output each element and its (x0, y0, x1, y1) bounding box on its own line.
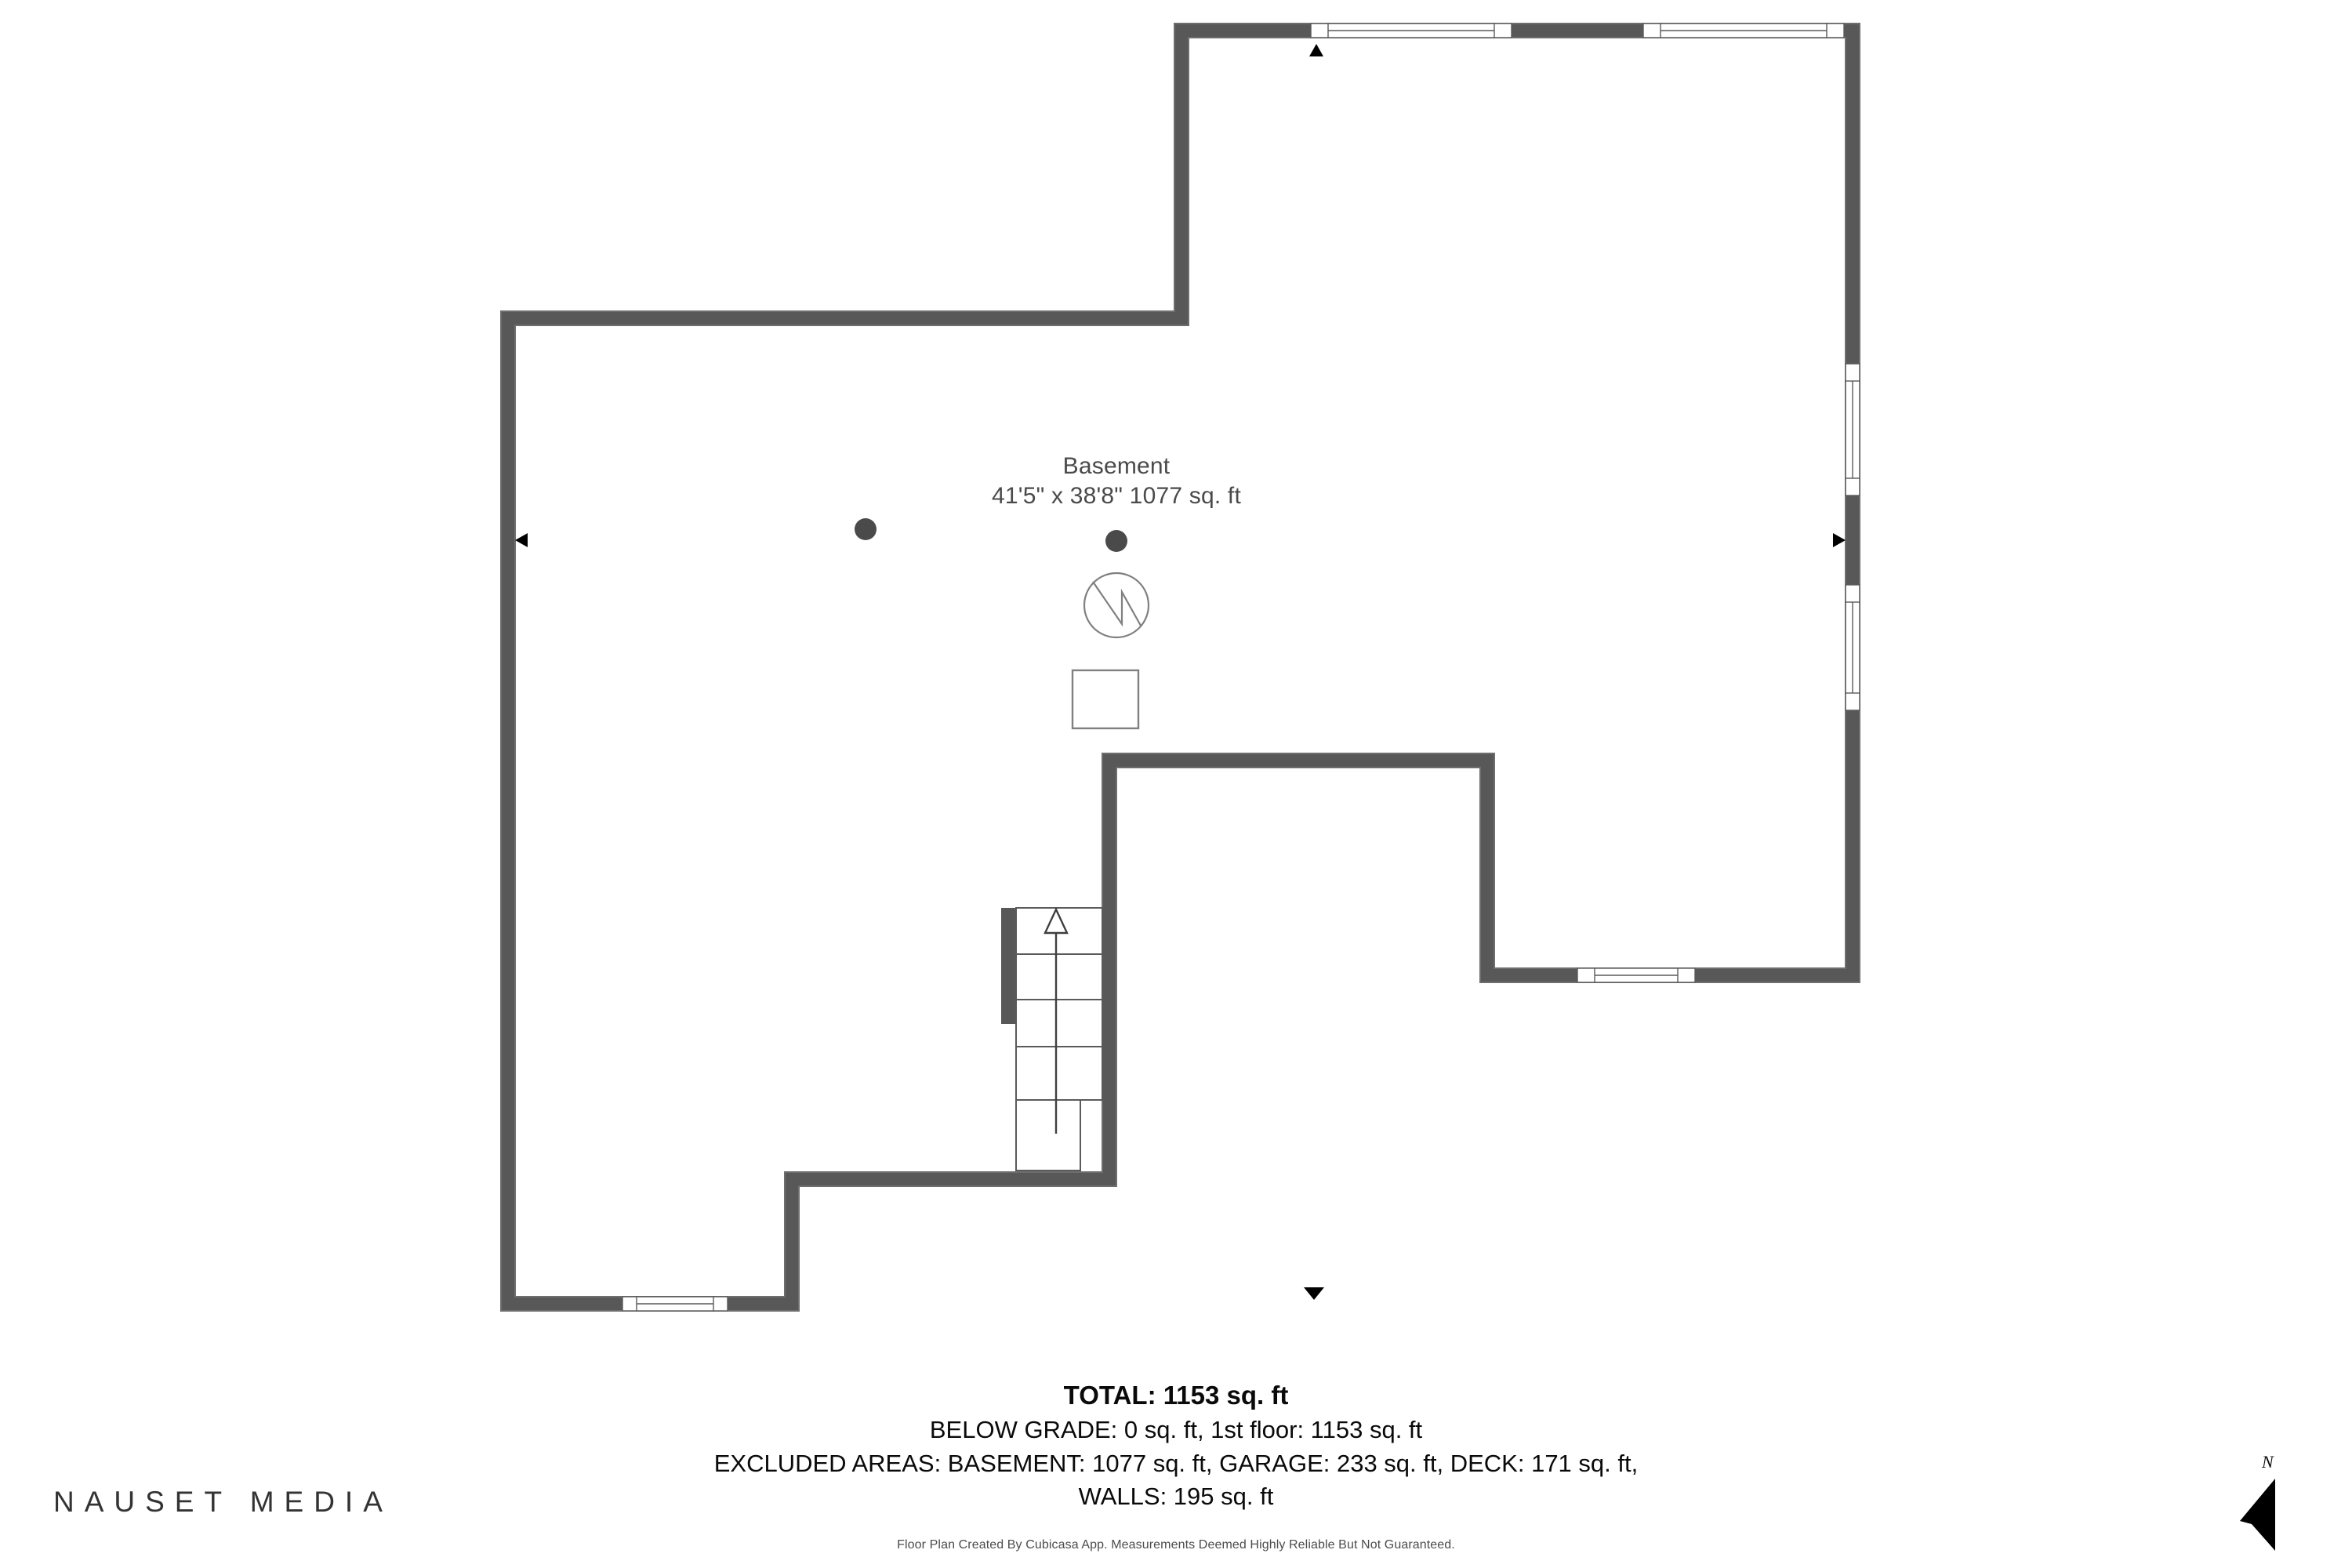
utility-square-icon (1071, 669, 1140, 730)
view-marker-south-icon (1304, 1287, 1324, 1300)
electrical-panel-icon (1083, 572, 1150, 639)
stair-run-lower (1015, 1046, 1103, 1101)
area-summary: TOTAL: 1153 sq. ft BELOW GRADE: 0 sq. ft… (0, 1378, 2352, 1514)
support-column-left-icon (855, 518, 877, 540)
window-right-lower (1845, 584, 1860, 711)
window-right-upper (1845, 363, 1860, 496)
window-top-left (1310, 23, 1512, 38)
view-markers (515, 44, 1846, 1300)
windows (622, 23, 1860, 1312)
north-arrow-icon (2240, 1479, 2275, 1551)
staircase (1001, 907, 1103, 1171)
compass-rose: N (2238, 1452, 2325, 1562)
summary-walls: WALLS: 195 sq. ft (1078, 1483, 1274, 1511)
stair-direction-arrow-icon (1044, 907, 1069, 1134)
room-name: Basement (1062, 453, 1171, 479)
window-bottom-left (622, 1296, 728, 1312)
room-dimensions: 41'5" x 38'8" 1077 sq. ft (992, 483, 1241, 510)
support-column-right-icon (1105, 530, 1127, 552)
wall-structure (500, 23, 1860, 1312)
view-marker-east-icon (1833, 533, 1846, 547)
disclaimer-text: Floor Plan Created By Cubicasa App. Meas… (897, 1538, 1455, 1552)
summary-below-grade: BELOW GRADE: 0 sq. ft, 1st floor: 1153 s… (929, 1415, 1423, 1443)
room-label: Basement 41'5" x 38'8" 1077 sq. ft (920, 452, 1312, 512)
compass-north-label: N (2262, 1452, 2274, 1472)
stair-stringer (1001, 908, 1016, 1024)
summary-total: TOTAL: 1153 sq. ft (1063, 1381, 1289, 1410)
brand-logo: NAUSET MEDIA (53, 1486, 393, 1518)
stair-run-bottom (1015, 1099, 1081, 1171)
summary-excluded-areas: EXCLUDED AREAS: BASEMENT: 1077 sq. ft, G… (713, 1449, 1639, 1477)
exterior-walls (500, 23, 1860, 1312)
support-columns (855, 518, 1127, 552)
view-marker-north-icon (1309, 44, 1323, 56)
window-bottom-right (1577, 967, 1696, 983)
window-top-right (1642, 23, 1845, 38)
view-marker-west-icon (515, 533, 528, 547)
